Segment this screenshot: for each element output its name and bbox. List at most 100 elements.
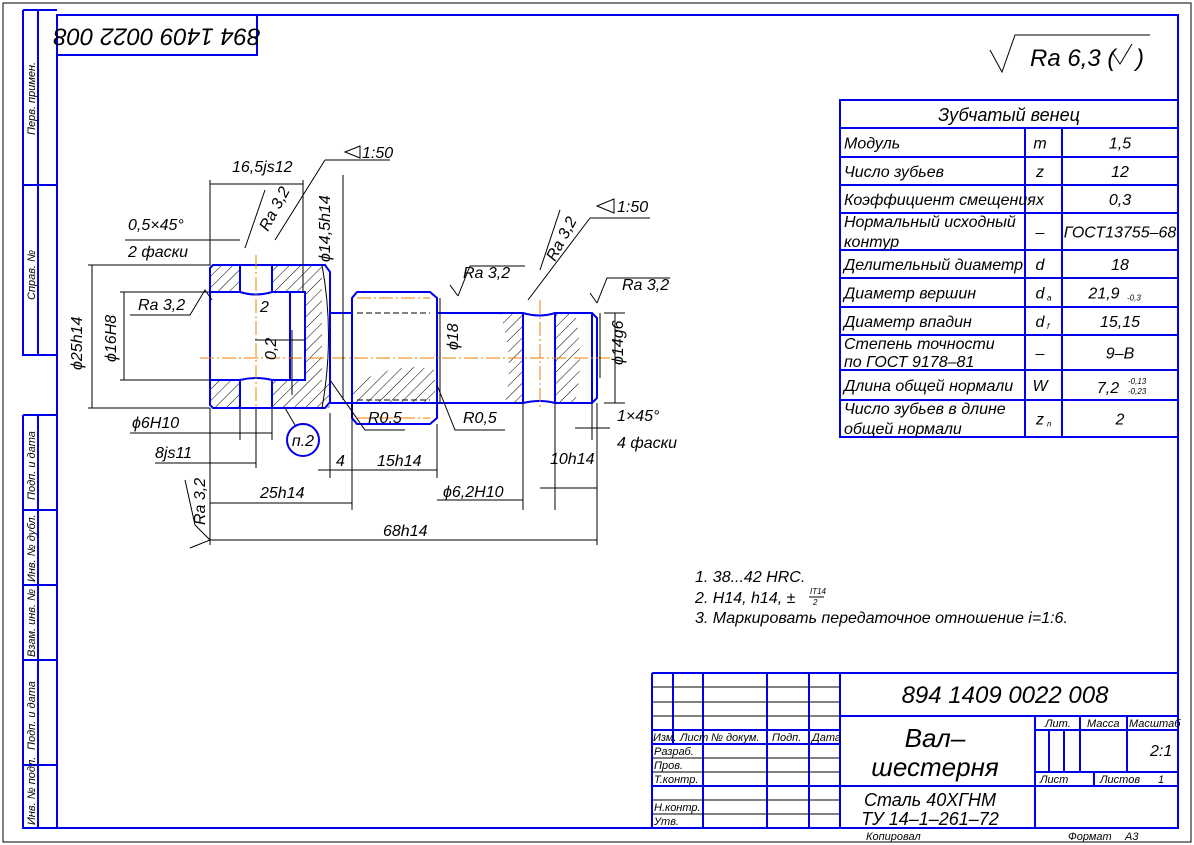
dim-16-5js12: 16,5js12 — [232, 159, 293, 176]
col-masshtab: Масштаб — [1129, 718, 1181, 730]
strip-vzam-inv: Взам. инв. № — [26, 589, 38, 657]
dim-8js11: 8js11 — [155, 445, 192, 462]
title-block: 894 1409 0022 008 Вал– шестерня Сталь 40… — [651, 672, 1181, 843]
sheet-label: Лист — [1039, 774, 1068, 786]
dim-10h14: 10h14 — [550, 451, 595, 468]
dim-d6-2h10: ϕ6,2H10 — [443, 484, 504, 501]
gear-row-value: 21,9 — [1087, 286, 1119, 303]
note-2: 2. H14, h14, ± — [694, 590, 796, 607]
dim-chamfer-1: 1×45° — [617, 408, 660, 425]
dim-15h14: 15h14 — [377, 453, 422, 470]
material-line-2: ТУ 14–1–261–72 — [861, 809, 999, 829]
col-sign: Подп. — [772, 732, 801, 744]
mirrored-code-box — [56, 14, 258, 56]
note-ref-label: п.2 — [292, 433, 314, 450]
dim-taper-1-50-b: 1:50 — [617, 199, 648, 216]
gear-row-symbol: d — [1036, 257, 1046, 274]
strip-podp-data-2: Подп. и дата — [26, 681, 38, 750]
dim-ra-b: Ra 3,2 — [138, 297, 185, 314]
mirrored-code: 894 1409 0022 008 — [53, 23, 261, 50]
gear-row-symbol: x — [1035, 192, 1045, 209]
gear-row-tolerance-upper: -0,13 — [1128, 377, 1147, 386]
gear-row-symbol-sub: f — [1047, 322, 1050, 331]
general-roughness: Ra 6,3 ( ) — [989, 34, 1150, 74]
gear-row-symbol: z — [1035, 412, 1044, 429]
dim-d6h10: ϕ6H10 — [132, 415, 179, 432]
gear-row-value: ГОСТ13755–68 — [1064, 225, 1177, 242]
gear-row-value: 7,2 — [1097, 380, 1119, 397]
gear-row-name: Длина общей нормали — [842, 378, 1013, 395]
gear-row-symbol-sub: n — [1047, 420, 1052, 429]
dim-d18: ϕ18 — [445, 323, 462, 350]
strip-perv-primen: Перв. примен. — [26, 62, 38, 135]
note-ref-circle — [286, 423, 320, 457]
format-label: Формат — [1068, 831, 1112, 843]
gear-row-name-2: по ГОСТ 9178–81 — [844, 354, 974, 371]
gear-row-symbol: d — [1036, 314, 1046, 331]
dim-taper-1-50-a: 1:50 — [362, 145, 393, 162]
gear-row-value: 9–B — [1106, 346, 1135, 363]
dim-ra-c: Ra 3,2 — [192, 478, 209, 525]
gear-row-value: 12 — [1111, 164, 1129, 181]
sheets-count: 1 — [1158, 774, 1164, 786]
gear-row-symbol: – — [1035, 225, 1045, 242]
col-izm: Изм. — [653, 732, 676, 744]
dim-chamfer-1-count: 4 фаски — [617, 435, 677, 452]
row-prov: Пров. — [654, 760, 683, 772]
strip-podp-data-1: Подп. и дата — [26, 431, 38, 500]
row-nkontr: Н.контр. — [654, 802, 701, 814]
dim-d14g6: ϕ14g6 — [610, 320, 627, 365]
gear-row-name: Делительный диаметр — [842, 257, 1023, 274]
technical-notes: 1. 38...42 HRC. 2. H14, h14, ± IT14 2 3.… — [694, 569, 1068, 627]
dim-ra-d: Ra 3,2 — [463, 265, 510, 282]
gear-row-name: Диаметр вершин — [842, 286, 976, 303]
dim-d25h14: ϕ25h14 — [69, 317, 86, 370]
scale-value: 2:1 — [1149, 743, 1172, 760]
dim-25h14: 25h14 — [259, 485, 305, 502]
designation: 894 1409 0022 008 — [902, 682, 1110, 709]
col-lit: Лит. — [1044, 718, 1071, 730]
check-icon — [1111, 43, 1133, 65]
gear-row-symbol: m — [1033, 136, 1046, 153]
dim-2: 2 — [259, 299, 269, 316]
gear-row-symbol: z — [1035, 164, 1044, 181]
col-doc: № докум. — [711, 732, 759, 744]
gear-row-name: Коэффициент смещения — [844, 192, 1036, 209]
dim-d16h8: ϕ16H8 — [103, 315, 120, 362]
dim-chamfer-0-5: 0,5×45° — [128, 217, 184, 234]
col-massa: Масса — [1087, 718, 1120, 730]
roughness-icon — [989, 34, 1150, 74]
gear-row-name: Степень точности — [844, 336, 995, 353]
gear-row-value: 0,3 — [1109, 192, 1131, 209]
gear-row-value: 2 — [1115, 412, 1125, 429]
col-list: Лист — [679, 732, 708, 744]
part-name-line-1: Вал– — [905, 723, 966, 753]
dim-ra-e: Ra 3,2 — [544, 214, 581, 264]
sheets-label: Листов — [1099, 774, 1140, 786]
gear-row-tolerance: -0,3 — [1127, 294, 1141, 303]
gear-row-name: Число зубьев — [844, 164, 944, 181]
gear-row-symbol: – — [1035, 346, 1045, 363]
row-tkontr: Т.контр. — [654, 774, 698, 786]
dim-d14-5h14: ϕ14,5h14 — [317, 195, 334, 262]
part-name-line-2: шестерня — [871, 752, 999, 782]
dim-r0-5-a: R0,5 — [368, 410, 402, 427]
gear-row-value: 1,5 — [1109, 136, 1131, 153]
side-strip: Перв. примен. Справ. № Подп. и дата Инв.… — [22, 9, 57, 829]
roughness-general-end: ) — [1133, 45, 1144, 72]
gear-row-name: Число зубьев в длине — [844, 401, 1006, 418]
format-value: A3 — [1124, 831, 1139, 843]
gear-row-value: 15,15 — [1100, 314, 1140, 331]
gear-row-name: Модуль — [844, 136, 900, 153]
strip-inv-dubl: Инв. № дубл. — [26, 514, 38, 582]
strip-inv-podl: Инв. № подл. — [26, 757, 38, 825]
gear-row-symbol: d — [1036, 286, 1046, 303]
dim-0-2: 0,2 — [263, 338, 280, 360]
gear-row-name: Нормальный исходный — [844, 214, 1016, 231]
col-date: Дата — [810, 732, 841, 744]
gear-row-tolerance-lower: -0,23 — [1128, 387, 1147, 396]
gear-table-title: Зубчатый венец — [938, 105, 1080, 125]
